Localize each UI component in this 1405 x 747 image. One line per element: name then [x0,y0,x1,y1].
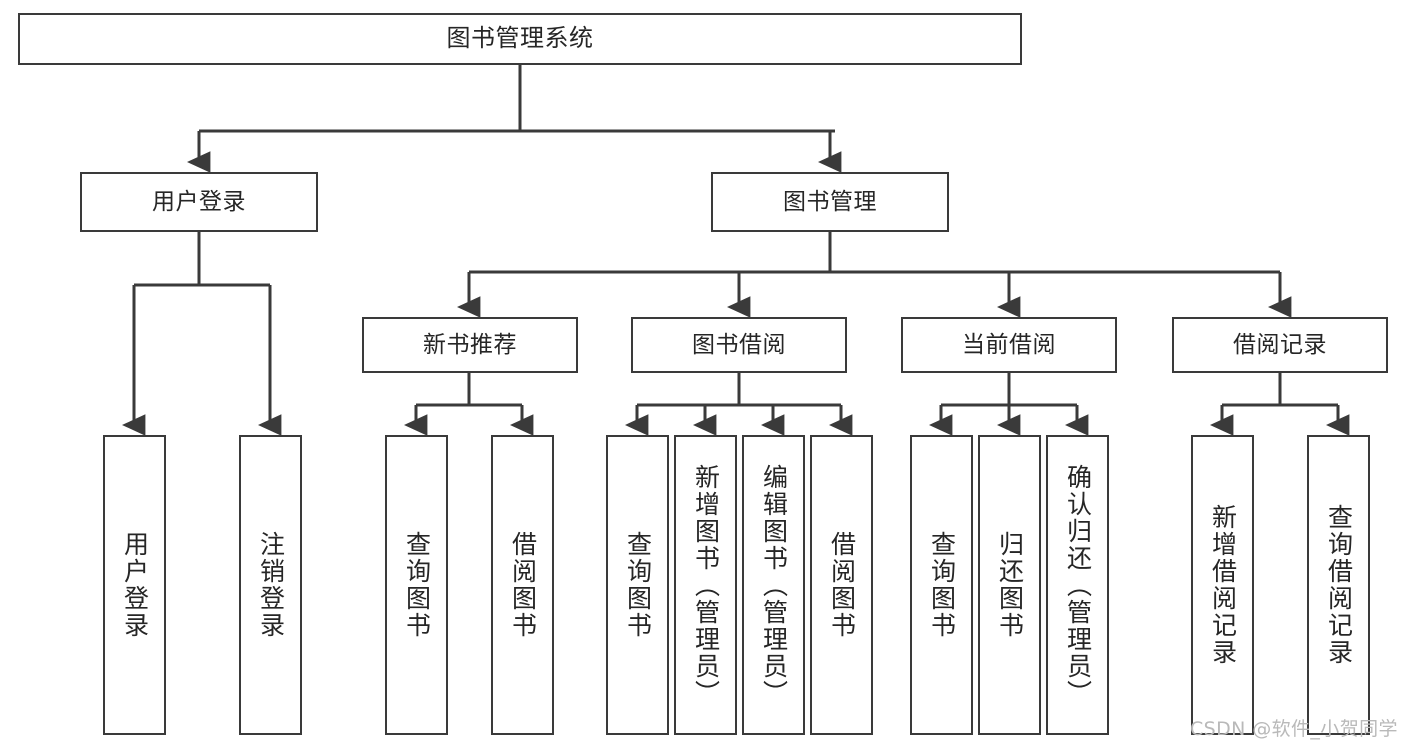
node-label: 用户登录 [152,188,246,215]
node-book-borrow[interactable]: 图书借阅 [631,317,847,373]
node-label: 归还图书 [995,531,1025,639]
node-label: 借阅图书 [827,531,857,639]
node-label: 新书推荐 [423,331,517,358]
node-label: 图书借阅 [692,331,786,358]
node-leaf-user-login[interactable]: 用户登录 [103,435,166,735]
node-label: 查询图书 [623,531,653,639]
node-label: 借阅记录 [1233,331,1327,358]
node-label: 图书管理 [783,188,877,215]
csdn-watermark: CSDN @软件_小贺同学 [1190,718,1398,740]
node-label: 借阅图书 [508,531,538,639]
node-leaf-query-record[interactable]: 查询借阅记录 [1307,435,1370,735]
node-leaf-confirm-return[interactable]: 确认归还（管理员） [1046,435,1109,735]
node-leaf-edit-book[interactable]: 编辑图书（管理员） [742,435,805,735]
node-current-borrow[interactable]: 当前借阅 [901,317,1117,373]
node-label: 用户登录 [120,531,150,639]
node-label: 查询图书 [402,531,432,639]
node-new-book-rec[interactable]: 新书推荐 [362,317,578,373]
node-label: 注销登录 [256,531,286,639]
node-label: 编辑图书（管理员） [759,463,789,707]
node-label: 确认归还（管理员） [1063,463,1093,707]
node-leaf-borrow-book-1[interactable]: 借阅图书 [491,435,554,735]
node-leaf-add-book[interactable]: 新增图书（管理员） [674,435,737,735]
node-root-图书管理系统[interactable]: 图书管理系统 [18,13,1022,65]
node-label: 当前借阅 [962,331,1056,358]
node-book-manage[interactable]: 图书管理 [711,172,949,232]
node-user-login[interactable]: 用户登录 [80,172,318,232]
node-leaf-borrow-book-2[interactable]: 借阅图书 [810,435,873,735]
node-leaf-return-book[interactable]: 归还图书 [978,435,1041,735]
node-label: 查询借阅记录 [1324,504,1354,666]
node-leaf-query-book-3[interactable]: 查询图书 [910,435,973,735]
node-borrow-record[interactable]: 借阅记录 [1172,317,1388,373]
node-leaf-query-book-2[interactable]: 查询图书 [606,435,669,735]
node-leaf-logout[interactable]: 注销登录 [239,435,302,735]
node-label: 新增图书（管理员） [691,463,721,707]
node-label: 图书管理系统 [446,24,594,53]
node-leaf-query-book-1[interactable]: 查询图书 [385,435,448,735]
node-label: 新增借阅记录 [1208,504,1238,666]
node-leaf-add-record[interactable]: 新增借阅记录 [1191,435,1254,735]
node-label: 查询图书 [927,531,957,639]
